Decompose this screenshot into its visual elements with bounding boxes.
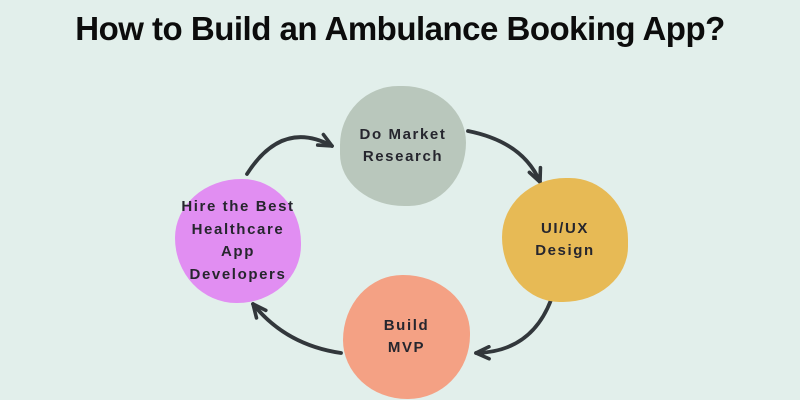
step-node-hire-developers: Hire the Best Healthcare App Developers [175, 179, 301, 303]
arrow-hire-to-research [245, 132, 334, 176]
step-node-ui-ux-design: UI/UX Design [502, 178, 628, 302]
page-title: How to Build an Ambulance Booking App? [75, 10, 725, 47]
step-label-ui-ux-design: UI/UX Design [535, 219, 595, 260]
arrow-research-to-design [466, 129, 543, 184]
step-label-do-market-research: Do Market Research [359, 125, 447, 166]
arrow-mvp-to-hire [251, 302, 343, 355]
arrow-design-to-mvp [474, 298, 553, 361]
step-node-do-market-research: Do Market Research [340, 86, 466, 206]
step-label-build-mvp: Build MVP [383, 316, 430, 357]
step-node-build-mvp: Build MVP [343, 275, 470, 399]
step-label-hire-developers: Hire the Best Healthcare App Developers [181, 198, 295, 283]
